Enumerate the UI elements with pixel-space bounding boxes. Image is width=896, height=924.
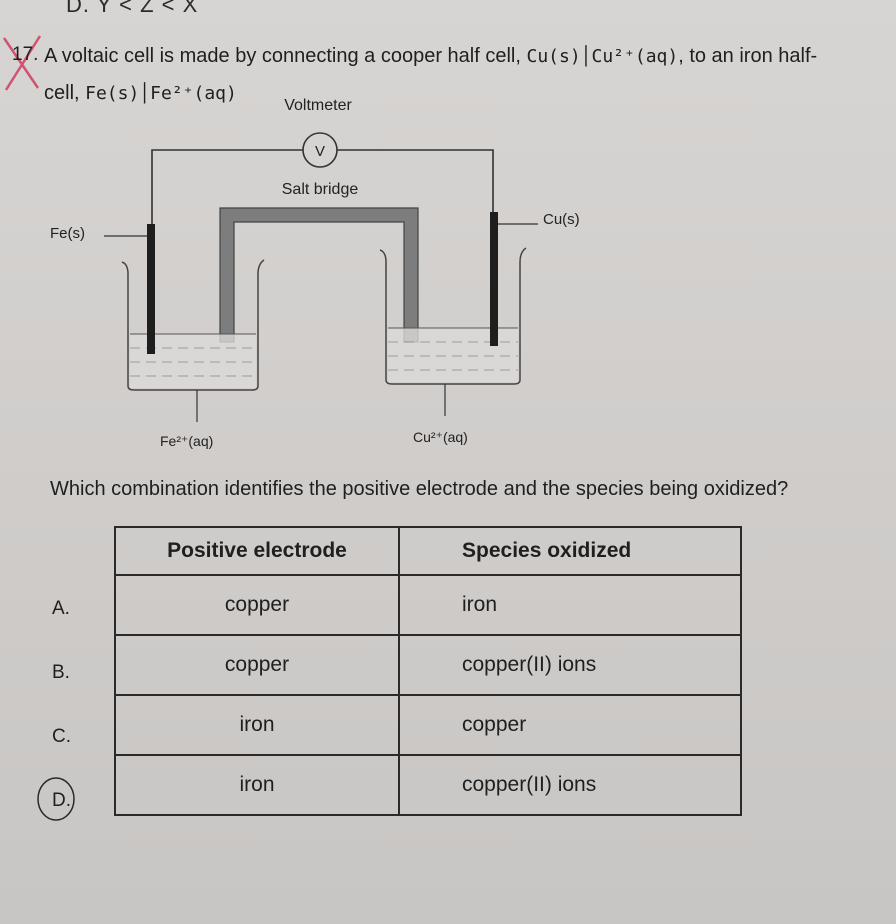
header-positive-electrode: Positive electrode [114,526,400,576]
salt-bridge-label: Salt bridge [282,181,359,198]
copper-electrode [490,212,498,346]
stem-text-2: , to an iron half- [678,45,818,67]
iron-half-cell-notation: Fe(s)│Fe²⁺(aq) [85,83,237,104]
header-species-oxidized: Species oxidized [398,526,742,576]
row-d-oxidized: copper(II) ions [398,754,742,816]
fe-electrode-label: Fe(s) [50,225,85,242]
table-row[interactable]: copper copper(II) ions [114,634,742,696]
table-header-row: Positive electrode Species oxidized [114,526,742,576]
copper-half-cell-notation: Cu(s)│Cu²⁺(aq) [526,46,679,67]
voltaic-cell-diagram: V Voltmeter Salt bridge Fe(s) Cu(s) Fe²⁺… [50,97,580,449]
table-row[interactable]: iron copper [114,694,742,756]
option-letter-d[interactable]: D. [52,790,71,811]
stem-text-3: cell, [44,82,86,104]
table-row[interactable]: iron copper(II) ions [114,754,742,816]
iron-electrode [147,224,155,354]
cu-electrode-label: Cu(s) [543,211,580,228]
left-wire [151,149,303,228]
red-x-mark [2,35,42,91]
previous-answer-fragment: D. Y < Z < X [66,0,199,17]
right-wire [337,149,494,214]
selected-answer-circle [37,777,75,821]
voltmeter-symbol-letter: V [315,143,325,160]
question-number: 17. [12,44,39,65]
option-letter-c[interactable]: C. [52,726,71,747]
answer-table: Positive electrode Species oxidized copp… [114,526,742,816]
row-c-positive: iron [114,694,400,756]
table-row[interactable]: copper iron [114,574,742,636]
row-b-positive: copper [114,634,400,696]
row-a-positive: copper [114,574,400,636]
voltmeter-label: Voltmeter [284,97,352,114]
row-b-oxidized: copper(II) ions [398,634,742,696]
voltmeter-symbol [302,132,338,168]
row-d-positive: iron [114,754,400,816]
cu-ion-solution-label: Cu²⁺(aq) [413,429,468,445]
right-beaker [379,247,527,385]
salt-bridge [219,207,419,343]
row-a-oxidized: iron [398,574,742,636]
copper-solution [388,328,518,382]
option-letter-b[interactable]: B. [52,662,70,683]
option-letter-a[interactable]: A. [52,598,70,619]
stem-text-1: A voltaic cell is made by connecting a c… [44,45,527,67]
question-prompt: Which combination identifies the positiv… [50,478,789,500]
question-stem: A voltaic cell is made by connecting a c… [44,38,894,112]
row-c-oxidized: copper [398,694,742,756]
fe-ion-solution-label: Fe²⁺(aq) [160,433,213,449]
left-beaker [121,259,265,391]
